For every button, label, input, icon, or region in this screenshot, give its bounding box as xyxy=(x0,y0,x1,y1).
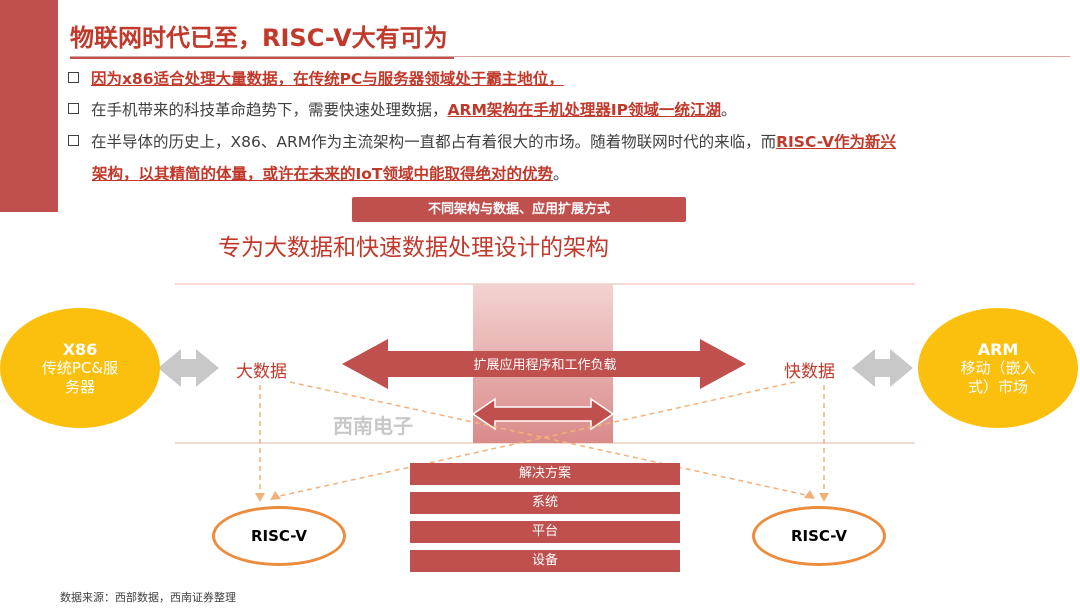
x86-name: X86 xyxy=(62,339,98,359)
square-bullet-icon xyxy=(68,103,79,114)
source-note: 数据来源：西部数据，西南证券整理 xyxy=(60,591,236,604)
bullet-3-highlight-continued: 架构，以其精简的体量，或许在未来的IoT领域中能取得绝对的优势 xyxy=(92,165,553,183)
arrowhead-icon xyxy=(255,493,265,502)
bullet-3-highlight: RISC-V作为新兴 xyxy=(776,133,896,151)
stack-layer-devices: 设备 xyxy=(410,550,680,572)
square-bullet-icon xyxy=(68,135,79,146)
arm-name: ARM xyxy=(977,339,1019,359)
stack-layer-platform: 平台 xyxy=(410,521,680,543)
bullet-1-highlight: 因为x86适合处理大量数据，在传统PC与服务器领域处于霸主地位， xyxy=(91,70,564,88)
x86-circle: X86 传统PC&服 务器 xyxy=(0,308,160,428)
watermark: 西南电子 xyxy=(333,414,413,438)
bullet-2-highlight: ARM架构在手机处理器IP领域一统江湖 xyxy=(447,101,721,119)
arm-circle: ARM 移动（嵌入 式）市场 xyxy=(918,308,1078,428)
arm-gray-double-arrow-icon xyxy=(852,349,913,387)
bullet-1: 因为x86适合处理大量数据，在传统PC与服务器领域处于霸主地位， xyxy=(68,63,564,95)
bullet-3: 在半导体的历史上，X86、ARM作为主流架构一直都占有着很大的市场。随着物联网时… xyxy=(68,126,896,158)
x86-desc-line2: 务器 xyxy=(64,377,95,396)
fast-data-label: 快数据 xyxy=(784,362,835,382)
risc-v-right-node: RISC-V xyxy=(752,506,886,566)
dashed-connector-fastdata-cross xyxy=(274,381,796,498)
bullet-2-tail: 。 xyxy=(721,101,737,119)
x86-desc-line1: 传统PC&服 xyxy=(41,358,119,377)
square-bullet-icon xyxy=(68,72,79,83)
arrowhead-icon xyxy=(819,493,829,502)
arm-desc-line1: 移动（嵌入 xyxy=(960,358,1036,377)
diagram-label-box: 不同架构与数据、应用扩展方式 xyxy=(352,197,686,222)
bullet-2: 在手机带来的科技革命趋势下，需要快速处理数据，ARM架构在手机处理器IP领域一统… xyxy=(68,94,737,126)
slide-title: 物联网时代已至，RISC-V大有可为 xyxy=(70,18,454,59)
workload-double-arrow-icon xyxy=(342,339,746,389)
bullet-3-tail: 。 xyxy=(553,165,569,183)
diagram-subtitle: 专为大数据和快速数据处理设计的架构 xyxy=(218,235,609,261)
center-double-arrow-icon xyxy=(471,397,615,431)
stack-layer-systems: 系统 xyxy=(410,492,680,514)
x86-gray-double-arrow-icon xyxy=(158,349,219,387)
arm-desc-line2: 式）市场 xyxy=(967,377,1028,396)
arrowhead-icon xyxy=(804,490,815,499)
bullet-3-text: 在半导体的历史上，X86、ARM作为主流架构一直都占有着很大的市场。随着物联网时… xyxy=(91,133,777,151)
arrowhead-icon xyxy=(270,491,281,500)
title-divider xyxy=(70,56,1070,57)
left-accent-bar xyxy=(0,0,58,212)
workload-arrow-label: 扩展应用程序和工作负载 xyxy=(473,358,617,373)
big-data-label: 大数据 xyxy=(236,362,287,382)
bullet-3-continued: 架构，以其精简的体量，或许在未来的IoT领域中能取得绝对的优势。 xyxy=(92,158,569,190)
stack-layer-solutions: 解决方案 xyxy=(410,463,680,485)
risc-v-left-node: RISC-V xyxy=(212,506,346,566)
bullet-2-text: 在手机带来的科技革命趋势下，需要快速处理数据， xyxy=(91,101,448,119)
